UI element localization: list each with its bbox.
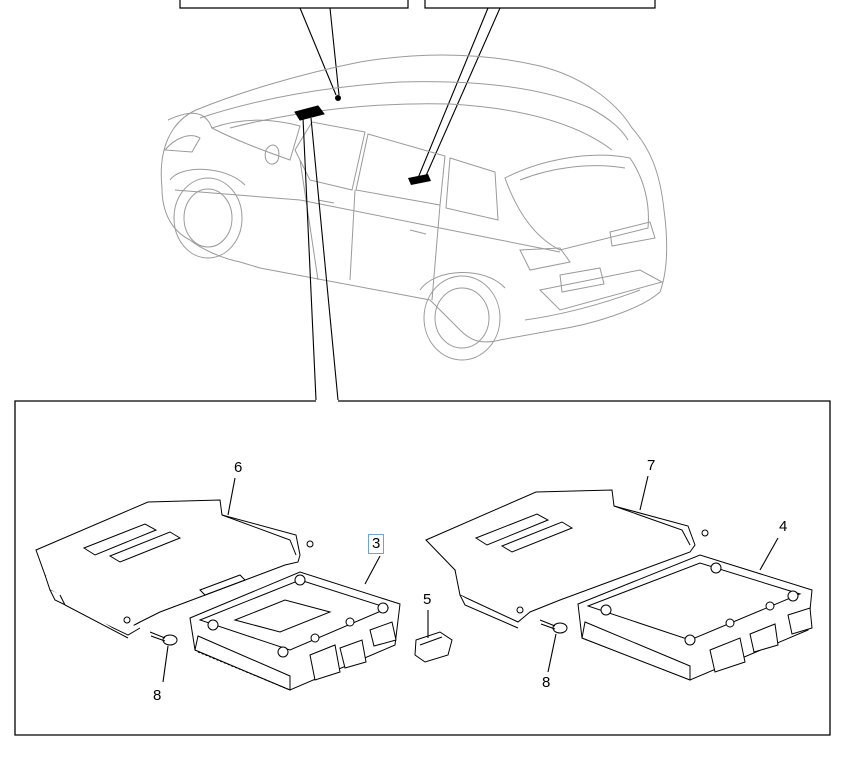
callout-8-right: 8 bbox=[542, 674, 551, 691]
callout-3-highlighted[interactable]: 3 bbox=[368, 534, 385, 554]
detail-frame bbox=[14, 400, 831, 736]
connector-5 bbox=[414, 631, 453, 663]
vehicle-outline bbox=[160, 54, 668, 361]
top-callout-frames bbox=[179, 0, 656, 9]
callout-leaders bbox=[162, 475, 779, 683]
leader-lines-top bbox=[299, 7, 501, 179]
leader-lines-detail bbox=[302, 117, 339, 401]
vehicle-module-markers bbox=[294, 95, 431, 185]
callout-7: 7 bbox=[647, 457, 656, 474]
module-right bbox=[577, 554, 813, 681]
bracket-right bbox=[425, 489, 709, 629]
module-left bbox=[189, 571, 401, 691]
callout-6: 6 bbox=[234, 459, 243, 476]
callout-4: 4 bbox=[779, 518, 788, 535]
callout-5: 5 bbox=[423, 591, 432, 608]
bracket-left bbox=[35, 499, 314, 639]
screws bbox=[149, 619, 568, 646]
callout-8-left: 8 bbox=[153, 687, 162, 704]
